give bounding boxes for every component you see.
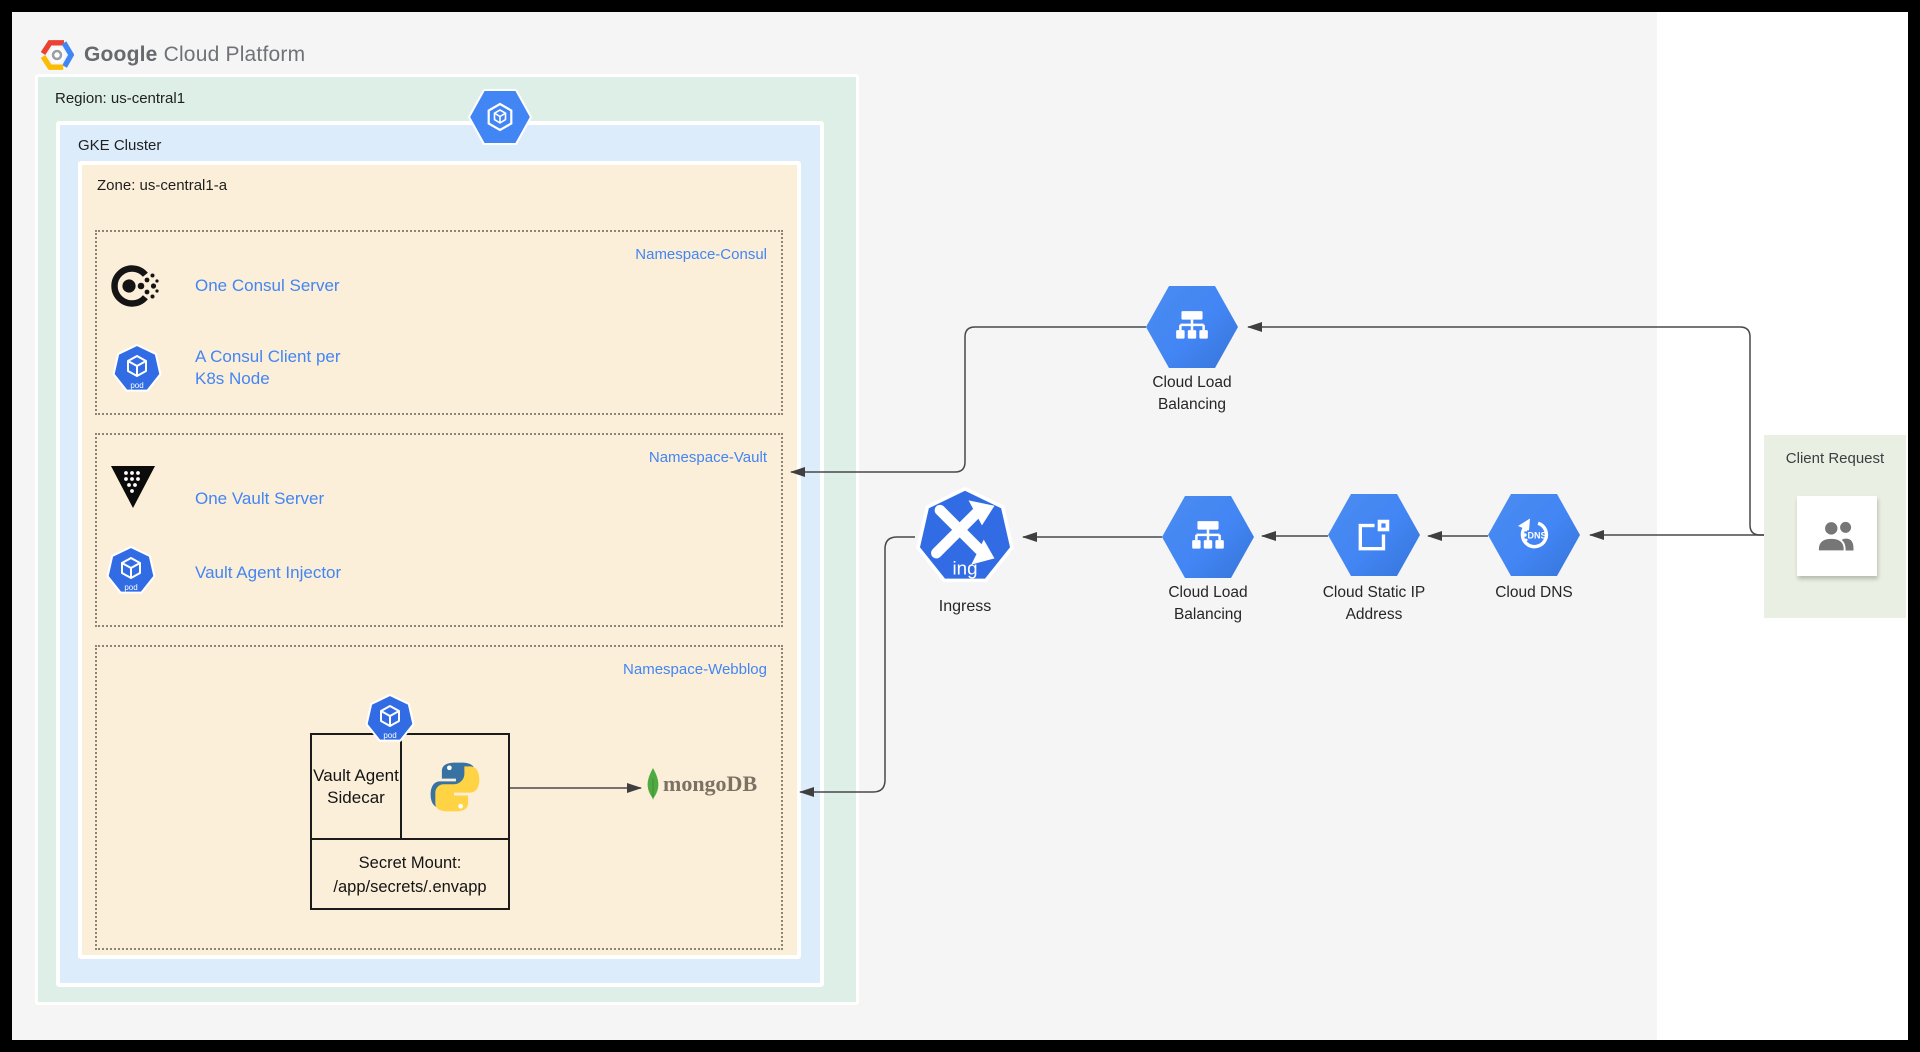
namespace-consul-label: Namespace-Consul	[635, 246, 767, 263]
pod-badge: pod	[130, 381, 143, 390]
vault-agent-sidecar-cell: Vault Agent Sidecar	[312, 735, 402, 838]
webblog-pod-rect: Vault Agent Sidecar Secret Mount: /app/s…	[310, 733, 510, 910]
cloud-dns-label: Cloud DNS	[1495, 584, 1573, 601]
load-balancer-glyph	[1176, 311, 1208, 339]
secret-mount-cell: Secret Mount: /app/secrets/.envapp	[312, 840, 508, 910]
dns-badge: DNS	[1527, 531, 1546, 541]
namespace-vault-box: Namespace-Vault	[95, 433, 783, 627]
webblog-pod-top-row: Vault Agent Sidecar	[312, 735, 508, 840]
static-ip-glyph	[1358, 516, 1393, 551]
python-cell	[402, 735, 508, 838]
namespace-webblog-label: Namespace-Webblog	[623, 661, 767, 678]
cloud-load-balancing-top-icon	[1146, 286, 1238, 368]
consul-server-text: One Consul Server	[195, 276, 340, 295]
vault-injector-text: Vault Agent Injector	[195, 563, 342, 582]
brand-cloud-platform: Cloud Platform	[163, 43, 306, 66]
ingress-icon: ing	[915, 487, 1015, 587]
pod-badge: pod	[383, 731, 396, 740]
ingress-badge: ing	[952, 558, 977, 579]
users-icon	[1816, 520, 1855, 553]
brand-google: Google	[84, 43, 158, 66]
gcp-brand-text: Google Cloud Platform	[84, 43, 305, 67]
namespace-consul-box: Namespace-Consul	[95, 230, 783, 415]
vault-server-text: One Vault Server	[195, 489, 325, 508]
region-label: Region: us-central1	[55, 90, 186, 107]
cloud-load-balancing-mid-label: Cloud Load Balancing	[1168, 584, 1248, 623]
gcp-brand: Google Cloud Platform	[40, 40, 305, 70]
mongodb-node: mongoDB	[645, 764, 757, 804]
pod-badge: pod	[124, 583, 137, 592]
gcp-logo-icon	[40, 40, 74, 70]
client-request-box: Client Request	[1764, 435, 1906, 618]
mongodb-leaf-icon	[647, 768, 659, 800]
mongodb-label: mongoDB	[663, 771, 758, 796]
secret-mount-path: /app/secrets/.envapp	[333, 878, 487, 896]
cloud-dns-icon: DNS	[1488, 494, 1580, 576]
client-request-label: Client Request	[1785, 450, 1885, 467]
consul-client-pod-icon: pod	[111, 343, 163, 395]
webblog-pod-icon: pod	[364, 693, 416, 745]
dns-glyph: DNS	[1518, 518, 1549, 549]
load-balancer-glyph	[1192, 521, 1224, 549]
gke-cluster-label: GKE Cluster	[78, 137, 162, 154]
vault-injector-pod-icon: pod	[105, 545, 157, 597]
python-icon	[430, 762, 480, 811]
cloud-load-balancing-mid-icon	[1162, 496, 1254, 578]
cloud-static-ip-icon	[1328, 494, 1420, 576]
consul-client-text: A Consul Client per K8s Node	[195, 347, 341, 388]
ingress-label: Ingress	[938, 598, 992, 615]
zone-box: Zone: us-central1-a	[78, 161, 801, 959]
namespace-webblog-box: Namespace-Webblog	[95, 645, 783, 950]
cloud-load-balancing-top-label: Cloud Load Balancing	[1152, 374, 1232, 413]
consul-icon	[108, 260, 160, 312]
client-request-card	[1797, 496, 1877, 576]
diagram-canvas: Google Cloud Platform Region: us-central…	[12, 12, 1908, 1040]
secret-mount-title: Secret Mount:	[358, 854, 462, 872]
gke-icon	[468, 89, 532, 145]
cloud-static-ip-label: Cloud Static IP Address	[1322, 584, 1426, 623]
zone-label: Zone: us-central1-a	[97, 177, 228, 194]
vault-icon	[108, 463, 158, 511]
namespace-vault-label: Namespace-Vault	[648, 449, 767, 466]
